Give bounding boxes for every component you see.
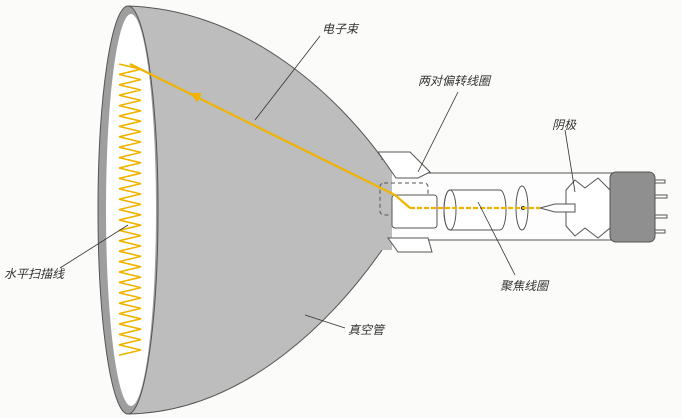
focus-coil	[443, 189, 507, 231]
cathode-tip	[538, 203, 576, 213]
neck-junction	[378, 160, 392, 250]
bulb-body	[127, 5, 383, 415]
screen-inner	[106, 14, 156, 406]
electron-beam	[129, 63, 411, 209]
label-electron-beam: 电子束	[322, 22, 359, 36]
focus-coil-end	[443, 189, 457, 231]
label-vacuum-tube: 真空管	[348, 323, 385, 337]
deflection-box	[391, 194, 438, 229]
deflection-coil-top	[377, 151, 431, 179]
label-deflection-coils: 两对偏转线圈	[418, 74, 491, 88]
leader-lines	[59, 35, 576, 329]
beam-arrow-icon	[190, 93, 202, 102]
label-cathode: 阴极	[552, 118, 577, 132]
scan-lines	[118, 63, 142, 356]
tube-base	[609, 171, 656, 243]
label-focus-coil: 聚焦线圈	[500, 279, 549, 293]
base-pins	[654, 179, 668, 234]
deflection-coil-bottom	[387, 237, 433, 253]
label-scan-lines: 水平扫描线	[4, 267, 65, 281]
